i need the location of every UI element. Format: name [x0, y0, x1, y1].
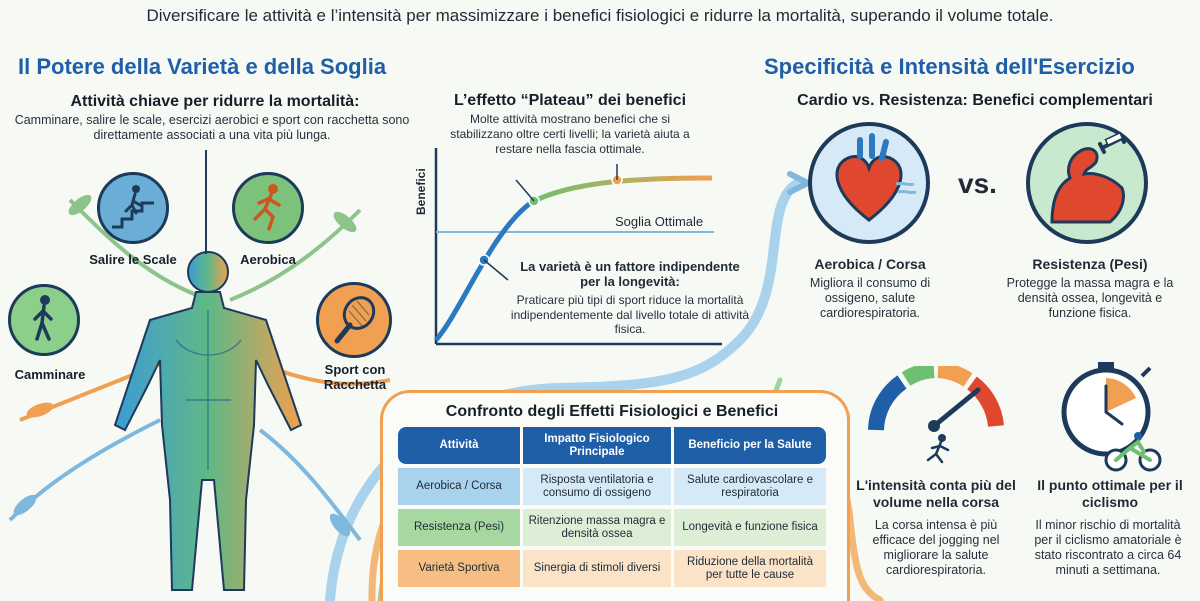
racket-icon-circle: [316, 282, 392, 358]
cycling-title: Il punto ottimale per il ciclismo: [1037, 477, 1183, 510]
plot-ylabel: Benefici: [414, 168, 428, 215]
aerobic-icon-circle: [232, 172, 304, 244]
table-cell: Ritenzione massa magra e densità ossea: [523, 509, 671, 546]
cycling-desc: Il minor rischio di mortalità per il cic…: [1034, 518, 1182, 577]
muscle-icon-circle: [1026, 122, 1148, 244]
table-cell: Varietà Sportiva: [398, 550, 520, 587]
table-cell: Aerobica / Corsa: [398, 468, 520, 505]
walking-label: Camminare: [14, 367, 86, 382]
pointer-line: [205, 150, 207, 254]
aerobic-label: Aerobica: [240, 252, 296, 267]
intensity-desc: La corsa intensa è più efficace del jogg…: [872, 518, 1000, 577]
plateau-title: L’effetto “Plateau” dei benefici: [453, 92, 687, 109]
left-section-title: Il Potere della Varietà e della Soglia: [18, 54, 387, 79]
table-header-row: Attività Impatto Fisiologico Principale …: [398, 427, 826, 464]
table-cell: Salute cardiovascolare e respiratoria: [674, 468, 826, 505]
plateau-curve-plot: [434, 148, 722, 346]
table-header: Beneficio per la Salute: [674, 427, 826, 464]
variety-desc: Praticare più tipi di sport riduce la mo…: [510, 293, 750, 336]
table-header: Impatto Fisiologico Principale: [523, 427, 671, 464]
page-subtitle: Diversificare le attività e l’intensità …: [146, 6, 1054, 25]
stairs-label: Salire le Scale: [89, 252, 177, 267]
table-cell: Longevità e funzione fisica: [674, 509, 826, 546]
table-cell: Sinergia di stimoli diversi: [523, 550, 671, 587]
table-row: Resistenza (Pesi) Ritenzione massa magra…: [398, 509, 826, 546]
plateau-desc: Molte attività mostrano benefici che si …: [450, 112, 690, 156]
comparison-table: Attività Impatto Fisiologico Principale …: [398, 427, 826, 591]
table-header: Attività: [398, 427, 520, 464]
variety-title: La varietà è un fattore indipendente per…: [520, 259, 740, 289]
heart-icon: [835, 133, 917, 222]
key-activities-title: Attività chiave per ridurre la mortalità…: [70, 93, 360, 110]
running-icon: [253, 184, 281, 231]
cardio-vs-strength-title: Cardio vs. Resistenza: Benefici compleme…: [797, 92, 1153, 109]
table-row: Aerobica / Corsa Risposta ventilatoria e…: [398, 468, 826, 505]
table-row: Varietà Sportiva Sinergia di stimoli div…: [398, 550, 826, 587]
muscle-icon: [1050, 131, 1126, 224]
cardio-desc: Migliora il consumo di ossigeno, salute …: [809, 276, 931, 320]
stairs-icon-circle: [97, 172, 169, 244]
strength-title: Resistenza (Pesi): [1032, 256, 1148, 272]
table-cell: Resistenza (Pesi): [398, 509, 520, 546]
racket-label: Sport con Racchetta: [323, 362, 387, 392]
walking-icon-circle: [8, 284, 80, 356]
intensity-gauge-icon: [868, 366, 1004, 464]
key-activities-desc: Camminare, salire le scale, esercizi aer…: [14, 113, 410, 142]
table-title: Confronto degli Effetti Fisiologici e Be…: [445, 403, 779, 420]
strength-desc: Protegge la massa magra e la densità oss…: [1006, 276, 1174, 320]
racket-icon: [334, 296, 376, 344]
walking-icon: [33, 295, 53, 341]
intensity-title: L'intensità conta più del volume nella c…: [856, 477, 1016, 510]
right-section-title: Specificità e Intensità dell'Esercizio: [764, 54, 1135, 79]
threshold-label: Soglia Ottimale: [615, 214, 704, 229]
stopwatch-cycling-icon: [1061, 362, 1162, 472]
table-cell: Risposta ventilatoria e consumo di ossig…: [523, 468, 671, 505]
human-body-figure: [113, 251, 303, 591]
vs-label: vs.: [958, 168, 997, 199]
stairs-icon: [112, 185, 154, 229]
cardio-title: Aerobica / Corsa: [814, 256, 926, 272]
table-cell: Riduzione della mortalità per tutte le c…: [674, 550, 826, 587]
heart-icon-circle: [808, 122, 930, 244]
